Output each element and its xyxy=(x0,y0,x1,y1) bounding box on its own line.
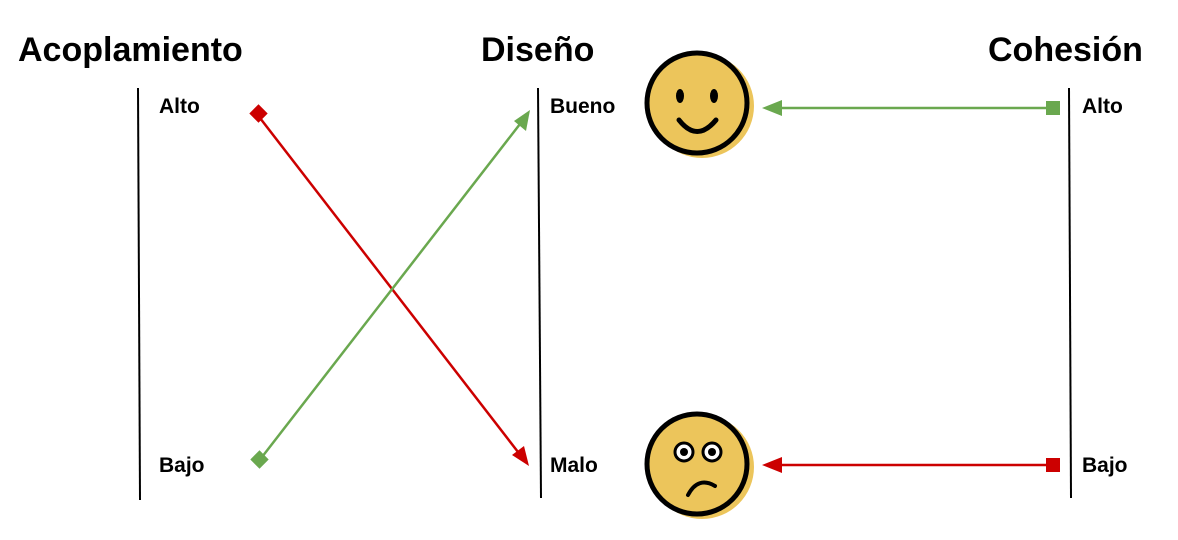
arrow-low-coupling-to-good xyxy=(250,110,530,469)
heading-cohesion: Cohesión xyxy=(988,31,1143,69)
label-coupling-high: Alto xyxy=(159,95,200,118)
label-cohesion-high: Alto xyxy=(1082,95,1123,118)
label-cohesion-low: Bajo xyxy=(1082,454,1128,477)
left-axis-line xyxy=(137,87,141,501)
happy-face-icon xyxy=(644,50,754,158)
right-axis-line xyxy=(1068,87,1072,499)
arrow-low-cohesion-to-bad xyxy=(762,457,1060,473)
center-axis-line xyxy=(537,87,542,499)
heading-acoplamiento: Acoplamiento xyxy=(18,31,243,69)
sad-face-icon xyxy=(644,411,754,519)
label-design-good: Bueno xyxy=(550,95,616,118)
label-design-bad: Malo xyxy=(550,454,598,477)
arrow-high-coupling-to-bad xyxy=(249,104,529,466)
arrow-high-cohesion-to-good xyxy=(762,100,1060,116)
label-coupling-low: Bajo xyxy=(159,454,205,477)
heading-diseno: Diseño xyxy=(481,31,595,69)
